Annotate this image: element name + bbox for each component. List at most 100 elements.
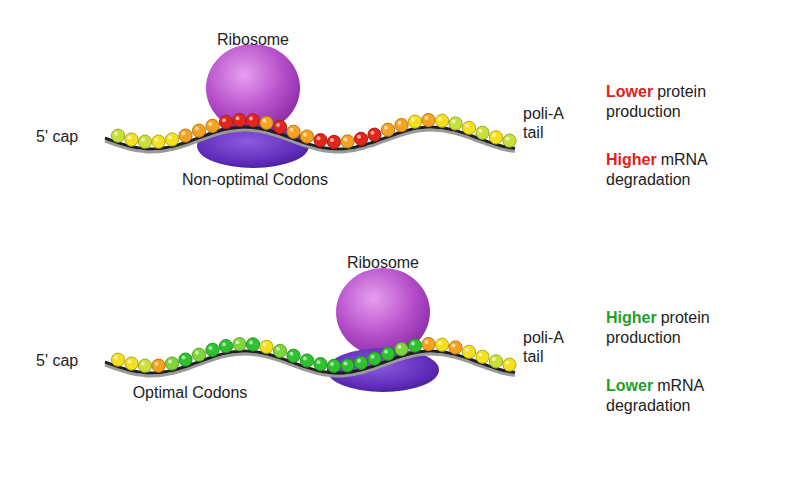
codon-bead	[152, 359, 165, 372]
codon-bead	[179, 129, 192, 142]
codon-bead	[246, 338, 259, 351]
ribosome-large-subunit	[206, 44, 300, 132]
outcome-text: Lowerprotein production	[606, 82, 726, 122]
mrna-strand	[105, 351, 515, 373]
codon-bead	[381, 123, 394, 136]
bead-highlight	[411, 118, 415, 122]
bead-highlight	[263, 343, 267, 347]
bead-highlight	[479, 353, 483, 357]
outcome-text: HighermRNA degradation	[606, 150, 726, 190]
bead-highlight	[209, 122, 213, 126]
bead-highlight	[506, 137, 510, 141]
bead-highlight	[276, 123, 280, 127]
bead-highlight	[452, 344, 456, 348]
outcome-text: LowermRNA degradation	[606, 376, 726, 416]
cap-label: 5' cap	[36, 351, 78, 370]
bead-highlight	[222, 342, 226, 346]
bead-highlight	[168, 135, 172, 139]
ribosome-large-subunit	[336, 268, 430, 356]
bead-highlight	[425, 340, 429, 344]
codon-bead	[273, 344, 286, 357]
ribosome-label: Ribosome	[347, 253, 419, 272]
codon-bead	[368, 352, 381, 365]
bead-highlight	[330, 138, 334, 142]
bead-highlight	[371, 355, 375, 359]
bead-highlight	[357, 359, 361, 363]
codon-bead	[489, 355, 502, 368]
bead-highlight	[384, 126, 388, 130]
bead-highlight	[236, 116, 240, 120]
bead-highlight	[263, 119, 267, 123]
bead-highlight	[398, 345, 402, 349]
codon-bead	[462, 121, 475, 134]
bead-highlight	[438, 341, 442, 345]
codon-bead	[233, 338, 246, 351]
codon-bead	[503, 358, 516, 371]
codon-bead	[206, 119, 219, 132]
bead-highlight	[128, 136, 132, 140]
codon-bead	[354, 132, 367, 145]
codon-bead	[489, 131, 502, 144]
bead-highlight	[479, 129, 483, 133]
bead-highlight	[438, 117, 442, 121]
bead-highlight	[182, 356, 186, 360]
cap-label: 5' cap	[36, 127, 78, 146]
codon-label: Optimal Codons	[133, 383, 248, 402]
codon-bead	[206, 343, 219, 356]
codon-beads	[111, 337, 516, 372]
bead-highlight	[141, 138, 145, 142]
bead-highlight	[195, 127, 199, 131]
ribosome-label: Ribosome	[217, 30, 289, 49]
codon-bead	[233, 114, 246, 127]
codon-bead	[327, 135, 340, 148]
bead-highlight	[330, 362, 334, 366]
outcome-keyword: Lower	[606, 377, 653, 394]
codon-bead	[449, 341, 462, 354]
outcome-keyword: Higher	[606, 309, 657, 326]
codon-bead	[422, 337, 435, 350]
outcome-keyword: Lower	[606, 83, 653, 100]
tail-label: poli-A tail	[523, 328, 583, 366]
bead-highlight	[317, 136, 321, 140]
bead-highlight	[114, 132, 118, 136]
codon-bead	[476, 350, 489, 363]
bead-highlight	[155, 138, 159, 142]
bead-highlight	[465, 124, 469, 128]
codon-bead	[287, 349, 300, 362]
codon-bead	[341, 135, 354, 148]
codon-bead	[300, 130, 313, 143]
codon-bead	[354, 356, 367, 369]
bead-highlight	[398, 121, 402, 125]
codon-bead	[111, 353, 124, 366]
codon-bead	[179, 353, 192, 366]
codon-bead	[246, 114, 259, 127]
codon-bead	[138, 135, 151, 148]
codon-bead	[165, 133, 178, 146]
codon-bead	[449, 117, 462, 130]
mrna-strand	[105, 127, 515, 149]
codon-bead	[368, 128, 381, 141]
bead-highlight	[371, 131, 375, 135]
codon-bead	[395, 118, 408, 131]
bead-highlight	[344, 361, 348, 365]
bead-highlight	[249, 116, 253, 120]
codon-bead	[435, 338, 448, 351]
codon-bead	[111, 129, 124, 142]
codon-label: Non-optimal Codons	[182, 170, 328, 189]
bead-highlight	[492, 133, 496, 137]
codon-bead	[395, 342, 408, 355]
codon-bead	[314, 358, 327, 371]
codon-bead	[314, 134, 327, 147]
codon-bead	[192, 348, 205, 361]
codon-bead	[503, 134, 516, 147]
bead-highlight	[141, 362, 145, 366]
codon-bead	[219, 340, 232, 353]
bead-highlight	[249, 340, 253, 344]
bead-highlight	[195, 351, 199, 355]
bead-highlight	[209, 346, 213, 350]
codon-bead	[260, 116, 273, 129]
bead-highlight	[317, 360, 321, 364]
bead-highlight	[168, 359, 172, 363]
bead-highlight	[384, 350, 388, 354]
codon-bead	[422, 113, 435, 126]
